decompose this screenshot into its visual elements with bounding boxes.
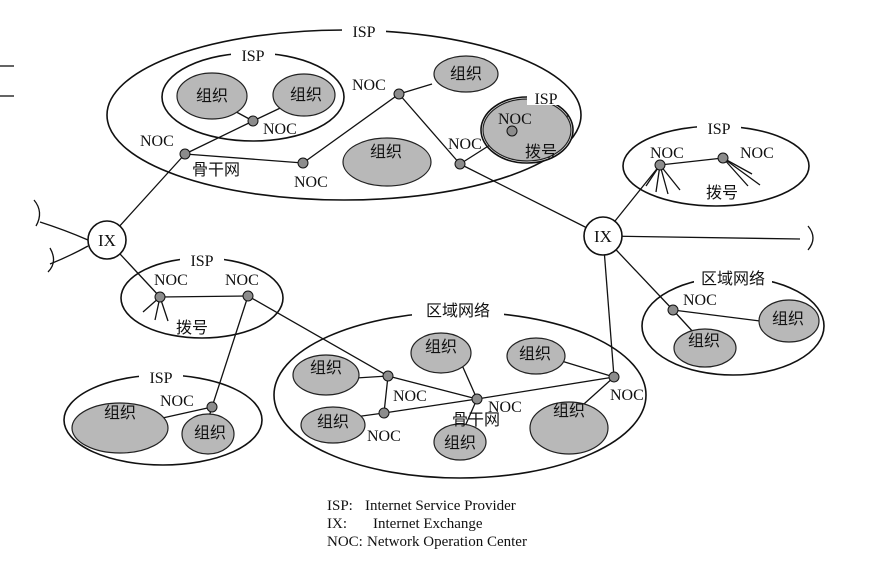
isp-label: ISP: [149, 370, 172, 387]
ix-label: IX: [98, 231, 116, 250]
org-label: 组织: [196, 87, 228, 105]
org-label: 组织: [317, 413, 349, 431]
noc-label: NOC: [448, 136, 482, 153]
org-label: 组织: [194, 424, 226, 442]
legend-desc: Network Operation Center: [367, 534, 527, 550]
dialup-label: 拨号: [525, 143, 557, 161]
noc-label: NOC: [740, 145, 774, 162]
noc-node: [206, 401, 218, 413]
noc-label: NOC: [140, 133, 174, 150]
noc-label: NOC: [683, 292, 717, 309]
org-label: 组织: [104, 404, 136, 422]
noc-label: NOC: [488, 399, 522, 416]
noc-node: [393, 88, 405, 100]
legend-term: ISP:: [327, 498, 353, 514]
org-label: 组织: [290, 86, 322, 104]
noc-label: NOC: [498, 111, 532, 128]
org-label: 组织: [370, 143, 402, 161]
regional-label: 区域网络: [426, 301, 490, 320]
isp-label-bg: [180, 251, 224, 267]
noc-node: [247, 115, 259, 127]
noc-node: [154, 291, 166, 303]
noc-node: [378, 407, 390, 419]
noc-label: NOC: [263, 121, 297, 138]
org-blob: [342, 137, 432, 187]
org-blob: [292, 354, 360, 396]
noc-label: NOC: [225, 272, 259, 289]
legend-term: NOC:: [327, 534, 363, 550]
org-label: 组织: [688, 332, 720, 350]
org-label: 组织: [450, 65, 482, 83]
noc-label: NOC: [367, 428, 401, 445]
legend-term: IX:: [327, 516, 347, 532]
org-blob: [181, 413, 235, 455]
noc-label: NOC: [154, 272, 188, 289]
noc-node: [506, 125, 518, 137]
ix-node-left: [87, 220, 127, 260]
regional-label-bg: [694, 269, 772, 287]
org-label: 组织: [519, 345, 551, 363]
noc-node: [454, 158, 466, 170]
org-blob: [506, 337, 566, 375]
noc-node: [297, 157, 309, 169]
org-label: 组织: [425, 338, 457, 356]
org-blob: [529, 401, 609, 455]
ix-node-right: [583, 216, 623, 256]
backbone-label: 骨干网: [192, 162, 240, 179]
regional-label: 区域网络: [701, 269, 765, 288]
noc-label: NOC: [610, 387, 644, 404]
isp-label-bg: [697, 119, 741, 135]
legend-row: IX: Internet Exchange: [327, 515, 527, 533]
ix-label: IX: [594, 227, 612, 246]
noc-node: [382, 370, 394, 382]
org-blob: [272, 73, 336, 117]
isp-label: ISP: [241, 48, 264, 65]
org-blob: [433, 55, 499, 93]
noc-label: NOC: [393, 388, 427, 405]
dialup-label: 拨号: [176, 319, 208, 337]
legend-desc: Internet Service Provider: [365, 498, 516, 514]
legend-row: ISP: Internet Service Provider: [327, 497, 527, 515]
org-blob: [71, 402, 169, 454]
org-blob: [758, 299, 820, 343]
org-blob: [176, 72, 248, 120]
noc-node: [242, 290, 254, 302]
regional-label-bg: [412, 300, 504, 318]
noc-node: [667, 304, 679, 316]
noc-label: NOC: [650, 145, 684, 162]
isp-label-bg: [527, 90, 565, 105]
isp-label-bg: [139, 368, 183, 384]
backbone-label: 骨干网: [452, 412, 500, 429]
org-label: 组织: [553, 402, 585, 420]
noc-node: [654, 159, 666, 171]
noc-label: NOC: [160, 393, 194, 410]
noc-nodes: [154, 88, 729, 419]
org-blob: [410, 332, 472, 374]
isp-label: ISP: [534, 91, 557, 108]
noc-node: [608, 371, 620, 383]
org-blob: [300, 406, 366, 444]
noc-node: [471, 393, 483, 405]
noc-label: NOC: [294, 174, 328, 191]
noc-node: [717, 152, 729, 164]
isp-label-bg: [231, 46, 275, 62]
isp-label: ISP: [707, 121, 730, 138]
legend-desc: Internet Exchange: [373, 516, 483, 532]
isp-label-bg: [342, 22, 386, 38]
dialup-label: 拨号: [706, 184, 738, 202]
org-label: 组织: [310, 359, 342, 377]
org-label: 组织: [444, 434, 476, 452]
legend: ISP: Internet Service Provider IX: Interne…: [327, 497, 527, 551]
org-label: 组织: [772, 310, 804, 328]
org-blobs: [71, 55, 820, 461]
isp-label: ISP: [352, 24, 375, 41]
org-blob: [673, 328, 737, 368]
noc-node: [179, 148, 191, 160]
legend-row: NOC:Network Operation Center: [327, 533, 527, 551]
isp-label: ISP: [190, 253, 213, 270]
org-blob: [433, 423, 487, 461]
noc-label: NOC: [352, 77, 386, 94]
